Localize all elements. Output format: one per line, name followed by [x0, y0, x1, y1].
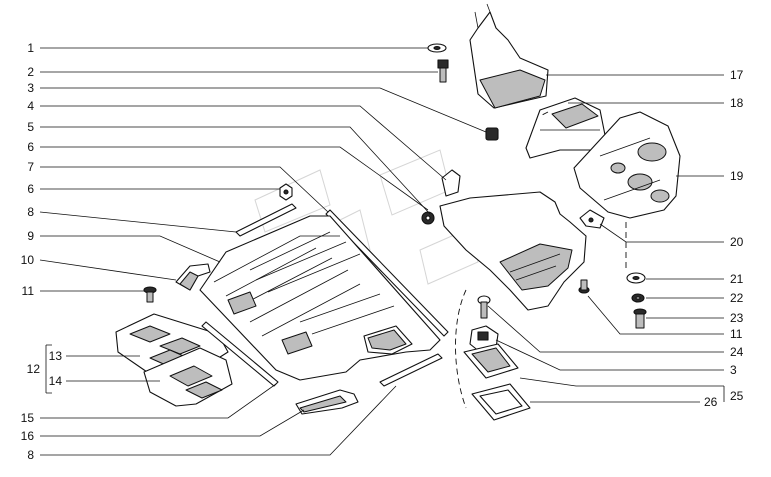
callout-3b: 3 — [730, 363, 737, 377]
part-nut-6-left — [279, 183, 293, 201]
callout-21: 21 — [730, 272, 744, 286]
part-gasket-upper — [463, 343, 519, 379]
part-screw-11-left — [143, 286, 157, 303]
part-rod-7 — [325, 209, 449, 337]
callout-6b: 6 — [27, 182, 34, 196]
callout-9: 9 — [27, 229, 34, 243]
part-strip-8-lower — [379, 353, 443, 387]
part-washer-1 — [427, 43, 447, 53]
part-floor-panel-9 — [199, 215, 441, 381]
callout-2: 2 — [27, 65, 34, 79]
callout-7: 7 — [27, 160, 34, 174]
part-bolt-23 — [633, 308, 647, 329]
part-bracket-10 — [175, 263, 211, 291]
callout-10: 10 — [21, 253, 35, 267]
callout-25: 25 — [730, 389, 744, 403]
callout-14: 14 — [49, 374, 63, 388]
callout-6a: 6 — [27, 140, 34, 154]
part-bracket-16 — [295, 389, 359, 415]
part-strip-8-upper — [235, 203, 297, 237]
callout-19: 19 — [730, 169, 744, 183]
part-bracket-4 — [441, 169, 461, 197]
leader-lines — [39, 47, 725, 456]
callout-5: 5 — [27, 120, 34, 134]
callout-26: 26 — [704, 395, 718, 409]
part-bracket-17 — [469, 3, 549, 109]
callout-17: 17 — [730, 68, 744, 82]
callout-labels-left: 1 2 3 4 5 6 7 6 8 9 10 11 13 14 12 15 16… — [21, 41, 63, 462]
part-clip-20 — [579, 209, 605, 229]
part-shield-19 — [573, 111, 681, 219]
callout-20: 20 — [730, 235, 744, 249]
callout-8b: 8 — [27, 448, 34, 462]
dashed-axis — [455, 111, 627, 409]
callout-13: 13 — [49, 349, 63, 363]
part-screw-11-right — [578, 279, 590, 294]
callout-22: 22 — [730, 291, 744, 305]
part-nut-22 — [631, 293, 645, 303]
part-side-panel — [439, 191, 587, 311]
callout-23: 23 — [730, 311, 744, 325]
callout-8a: 8 — [27, 205, 34, 219]
part-bolt-24 — [477, 295, 491, 319]
callout-11a: 11 — [22, 284, 35, 298]
part-clip-3-upper — [485, 127, 499, 141]
part-nut-6-centre — [421, 211, 435, 225]
callout-labels-right: 17 18 19 20 21 22 23 11 24 3 26 25 — [704, 68, 744, 409]
part-bolt-2 — [437, 59, 449, 83]
part-rod-15 — [201, 321, 279, 387]
callout-24: 24 — [730, 345, 744, 359]
callout-18: 18 — [730, 96, 744, 110]
callout-4: 4 — [27, 99, 34, 113]
callout-11b: 11 — [730, 327, 743, 341]
part-gasket-lower — [471, 383, 531, 421]
callout-16: 16 — [21, 429, 35, 443]
part-panel-14 — [143, 347, 233, 407]
part-washer-21 — [626, 272, 646, 284]
callout-15: 15 — [21, 411, 35, 425]
callout-1: 1 — [27, 41, 34, 55]
callout-12: 12 — [27, 362, 41, 376]
callout-3: 3 — [27, 81, 34, 95]
